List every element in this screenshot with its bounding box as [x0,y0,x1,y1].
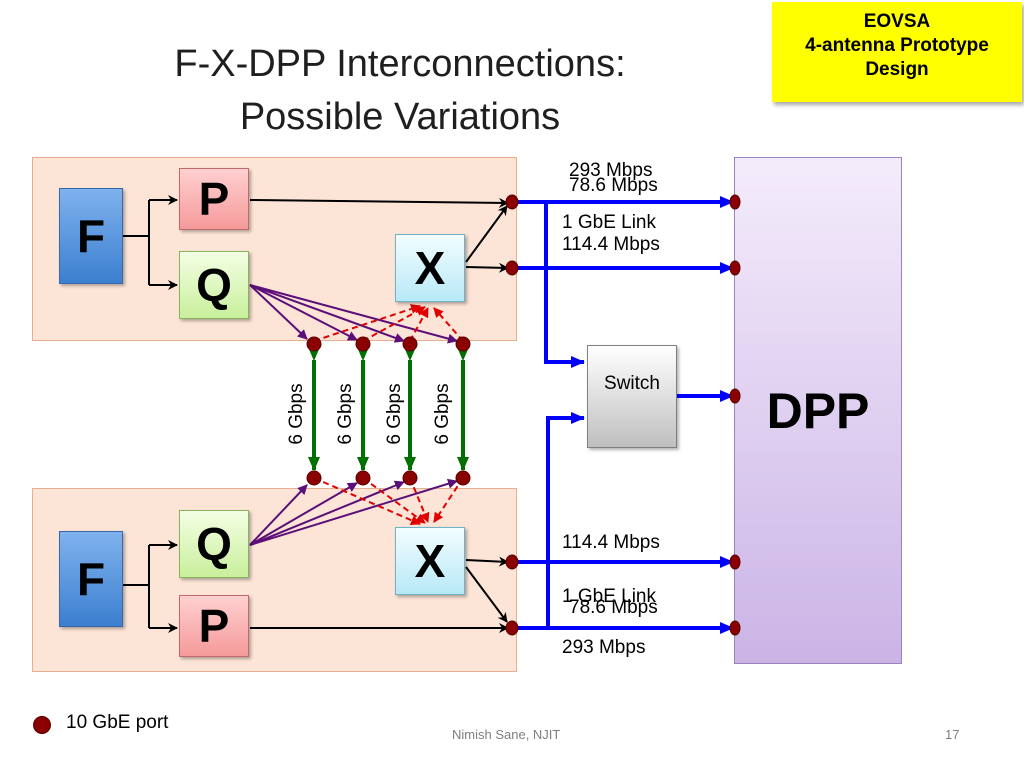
port-dpp-4 [729,554,741,570]
bottom-p-rate-label: 293 Mbps [562,637,646,658]
slide-title: F-X-DPP Interconnections: Possible Varia… [120,38,680,144]
port-cross-bottom-1 [306,470,322,486]
gbe-links [512,196,734,634]
gbe-ports [306,194,741,636]
top-p-label: P [198,173,230,225]
cross-link-label-3: 6 Gbps [384,383,405,445]
top-f-block: F [59,188,123,284]
port-dpp-5 [729,620,741,636]
cross-link-label-4: 6 Gbps [432,383,453,445]
dpp-block: DPP [734,157,902,664]
title-line-1: F-X-DPP Interconnections: [174,43,626,85]
bottom-f-splitter [123,540,178,633]
bottom-p-rate-alt-label: 78.6 Mbps [569,597,658,618]
bottom-q-block: Q [179,510,249,578]
port-cross-bottom-3 [402,470,418,486]
top-dashed-to-x [313,304,464,342]
bottom-f-block: F [59,531,123,627]
page-number: 17 [945,727,960,742]
top-x-block: X [395,234,465,302]
port-cross-top-1 [306,336,322,352]
cross-links [308,347,469,471]
dpp-label: DPP [766,382,870,439]
top-p-block: P [179,168,249,230]
port-bottom-p [505,620,519,636]
top-f-label: F [76,210,106,262]
bottom-link-label: 1 GbE Link [562,586,656,607]
bottom-p-label: P [198,600,230,652]
black-links [249,197,509,633]
bottom-q-fanout [249,478,458,546]
badge-line-2: 4-antenna Prototype [805,35,989,56]
footer-author: Nimish Sane, NJIT [452,727,561,742]
cross-link-label-1: 6 Gbps [286,383,307,445]
bottom-dashed-to-x [313,477,464,526]
badge-line-3: Design [865,59,929,80]
title-line-2: Possible Variations [239,96,561,138]
bottom-p-block: P [179,595,249,657]
top-p-rate-label: 293 Mbps [569,160,653,181]
top-link-label: 1 GbE Link [562,212,656,233]
port-cross-bottom-2 [355,470,371,486]
top-x-label: X [414,242,446,294]
switch-label: Switch [604,373,660,394]
project-badge: EOVSA 4-antenna Prototype Design [772,2,1022,102]
port-cross-top-2 [355,336,371,352]
port-bottom-x [505,554,519,570]
bottom-x-block: X [395,527,465,595]
port-top-p [505,194,519,210]
switch-block: Switch [587,345,677,448]
top-q-label: Q [196,259,232,311]
top-q-block: Q [179,251,249,319]
port-cross-top-3 [402,336,418,352]
top-p-rate-alt-label: 78.6 Mbps [569,175,658,196]
bottom-q-label: Q [196,518,232,570]
port-dpp-1 [729,194,741,210]
top-f-splitter [123,195,178,290]
top-q-fanout [249,284,458,344]
bottom-f-label: F [76,553,106,605]
cross-link-label-2: 6 Gbps [335,383,356,445]
top-x-rate-label: 114.4 Mbps [562,234,660,255]
port-dpp-2 [729,260,741,276]
port-legend-icon [33,716,51,734]
badge-line-1: EOVSA [863,11,931,32]
port-cross-top-4 [455,336,471,352]
port-cross-bottom-4 [455,470,471,486]
bottom-x-rate-label: 114.4 Mbps [562,532,660,553]
port-legend-label: 10 GbE port [66,712,169,733]
bottom-x-label: X [414,535,446,587]
port-top-x [505,260,519,276]
port-dpp-3 [729,388,741,404]
